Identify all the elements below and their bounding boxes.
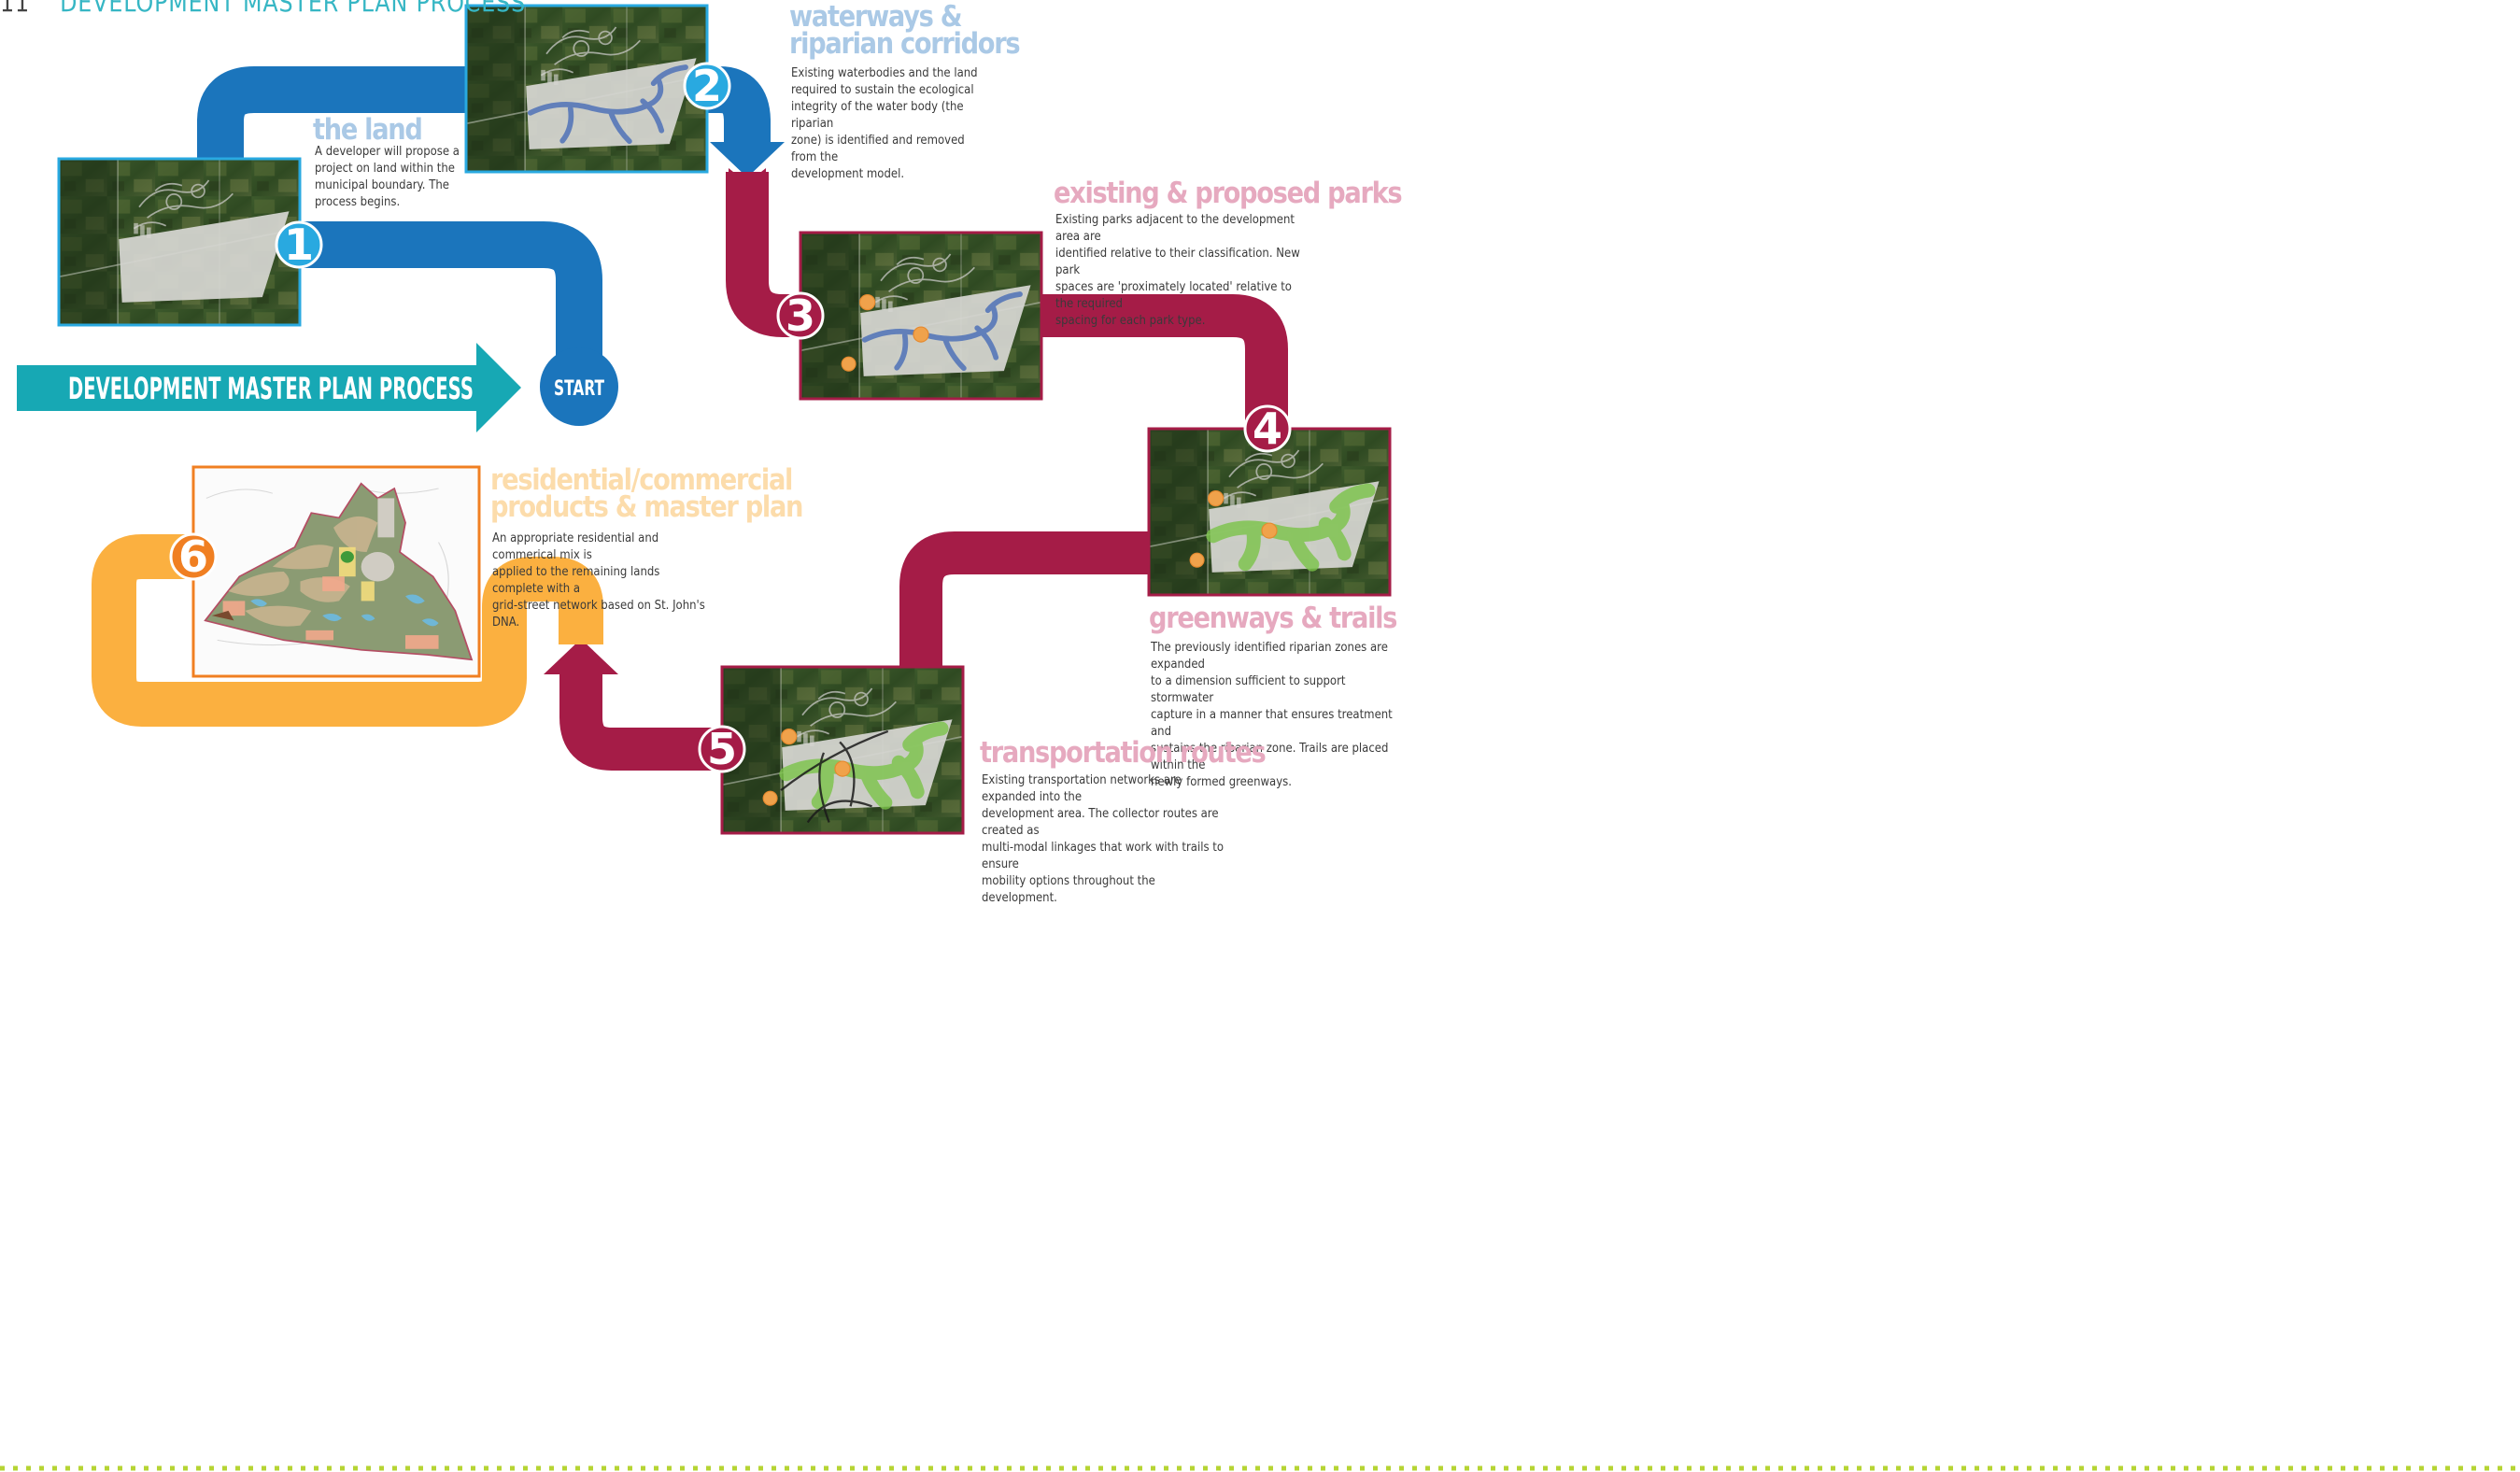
step-5-badge: 5	[698, 724, 746, 774]
path-segment-arrow-to-6	[92, 534, 603, 727]
path-segment-5-to-arrow	[559, 672, 722, 771]
path-segment-start-to-1	[299, 221, 602, 387]
path-arrowhead-down	[710, 142, 785, 177]
svg-text:2: 2	[692, 61, 722, 111]
step-1-badge: 1	[275, 219, 323, 270]
step-4-title: greenways & trails	[1149, 602, 1397, 635]
page-number: 11	[0, 0, 30, 18]
path-segment-1-to-2	[197, 66, 467, 159]
step-2-badge: 2	[683, 61, 731, 111]
step-5-description: Existing transportation networks are exp…	[982, 773, 1225, 905]
step-1-description: A developer will propose a project on la…	[315, 145, 460, 209]
banner-arrow	[17, 343, 521, 432]
path-arrowhead-up	[544, 639, 618, 674]
step-6-master-plan-image	[191, 465, 481, 678]
step-6-description: An appropriate residential and commerica…	[492, 531, 705, 630]
step-3-aerial-image	[799, 231, 1043, 401]
path-segment-4-to-5	[899, 531, 1149, 667]
step-4-badge: 4	[1243, 403, 1292, 454]
start-circle	[540, 347, 618, 426]
svg-text:1: 1	[284, 219, 314, 270]
step-1-title: the land	[313, 113, 423, 147]
step-3-title: existing & proposed parks	[1054, 177, 1403, 210]
step-3-badge: 3	[776, 290, 825, 341]
step-2-description: Existing waterbodies and the land requir…	[791, 66, 978, 181]
svg-text:4: 4	[1253, 403, 1282, 454]
banner-label: DEVELOPMENT MASTER PLAN PROCESS	[68, 371, 474, 406]
step-5-aerial-image	[720, 665, 965, 835]
step-3-description: Existing parks adjacent to the developme…	[1055, 213, 1300, 328]
page-title: DEVELOPMENT MASTER PLAN PROCESS	[60, 0, 527, 18]
step-5-title: transportation routes	[980, 736, 1267, 770]
svg-text:6: 6	[178, 531, 208, 582]
step-6-title: residential/commercial products & master…	[490, 463, 803, 524]
step-6-badge: 6	[169, 531, 218, 582]
path-segment-3-to-4	[1041, 294, 1288, 430]
step-2-aerial-image	[464, 4, 709, 174]
start-label: START	[554, 377, 604, 401]
step-2-title: waterways & riparian corridors	[789, 0, 1021, 61]
path-notch	[729, 168, 766, 187]
step-1-aerial-image	[57, 157, 302, 327]
svg-text:5: 5	[707, 724, 737, 774]
svg-text:3: 3	[786, 290, 815, 341]
step-4-description: The previously identified riparian zones…	[1151, 641, 1393, 789]
page-header: 11 DEVELOPMENT MASTER PLAN PROCESS	[0, 0, 526, 18]
